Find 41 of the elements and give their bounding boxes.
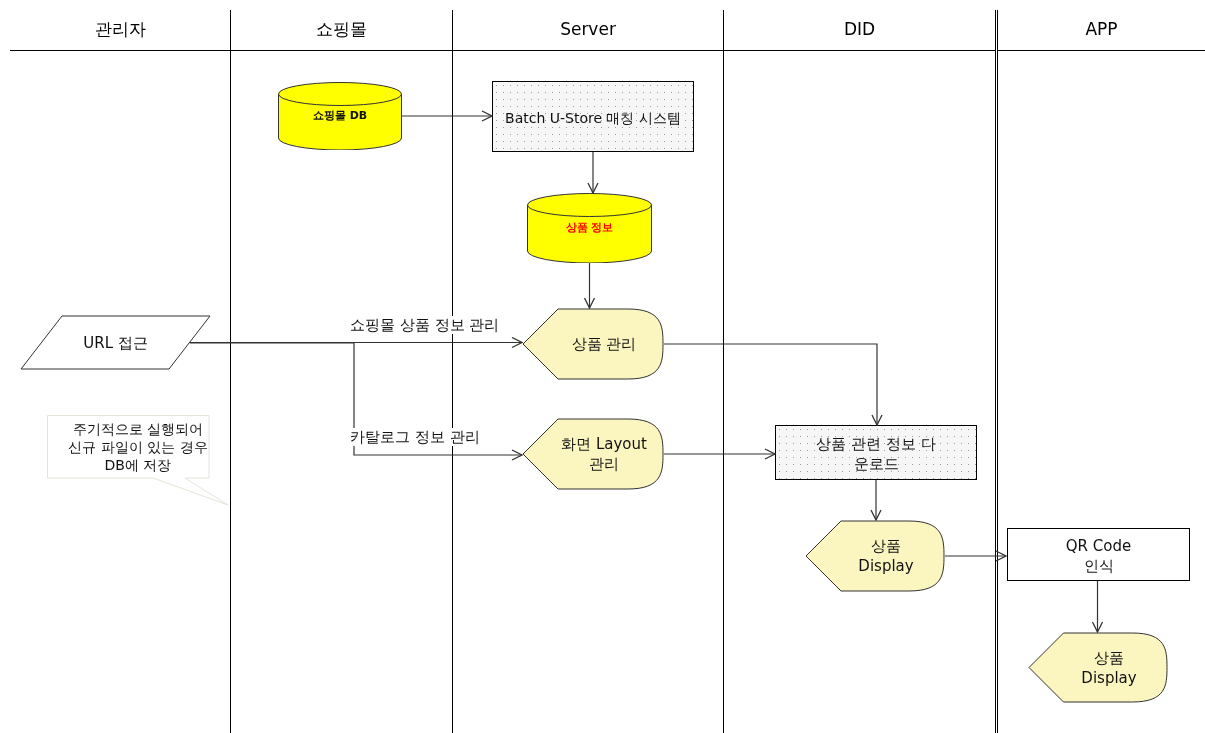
node-label: 주기적으로 실행되어 신규 파일이 있는 경우 DB에 저장: [68, 420, 208, 474]
swimlane: [10, 10, 231, 733]
node-label: 상품 관리: [571, 334, 637, 354]
lane-header: Server: [560, 18, 616, 42]
database-cylinder: [527, 193, 652, 263]
node-label: 쇼핑몰 DB: [312, 107, 368, 124]
node-label: Batch U-Store 매칭 시스템: [505, 108, 681, 128]
lane-header: 쇼핑몰: [316, 18, 367, 42]
display-shape: [805, 520, 945, 592]
display-shape: [522, 308, 664, 380]
arrow: [944, 550, 1007, 562]
swimlane: [997, 10, 1205, 733]
swimlane: [724, 10, 996, 733]
node-label: 상품 정보: [565, 219, 614, 236]
node-label: 상품 Display: [1080, 647, 1138, 688]
node-label: 상품 관련 정보 다운로드: [816, 433, 936, 474]
edge-label: 카탈로그 정보 관리: [350, 428, 480, 446]
arrow: [587, 151, 599, 194]
arrow: [189, 342, 523, 461]
process-box: [1007, 528, 1190, 581]
database-cylinder: [278, 82, 402, 150]
lane-header: APP: [1085, 18, 1118, 42]
display-shape: [522, 418, 664, 490]
arrow: [870, 479, 882, 521]
node-label: URL 접근: [83, 332, 148, 353]
arrow: [583, 262, 596, 309]
arrow: [663, 343, 883, 426]
arrow: [401, 110, 493, 122]
edge-label: 쇼핑몰 상품 정보 관리: [350, 316, 500, 334]
lane-header: DID: [843, 18, 876, 42]
process-box: [775, 425, 977, 480]
process-box: [492, 81, 694, 152]
node-label: 상품 Display: [857, 536, 915, 576]
display-shape: [1028, 632, 1168, 703]
arrow: [1091, 580, 1104, 633]
node-label: 화면 Layout 관리: [560, 434, 648, 474]
note-callout: [47, 415, 229, 506]
node-label: QR Code 인식: [1064, 535, 1133, 576]
input-parallelogram: [20, 315, 211, 370]
arrow: [663, 448, 776, 460]
lane-header: 관리자: [94, 18, 146, 42]
